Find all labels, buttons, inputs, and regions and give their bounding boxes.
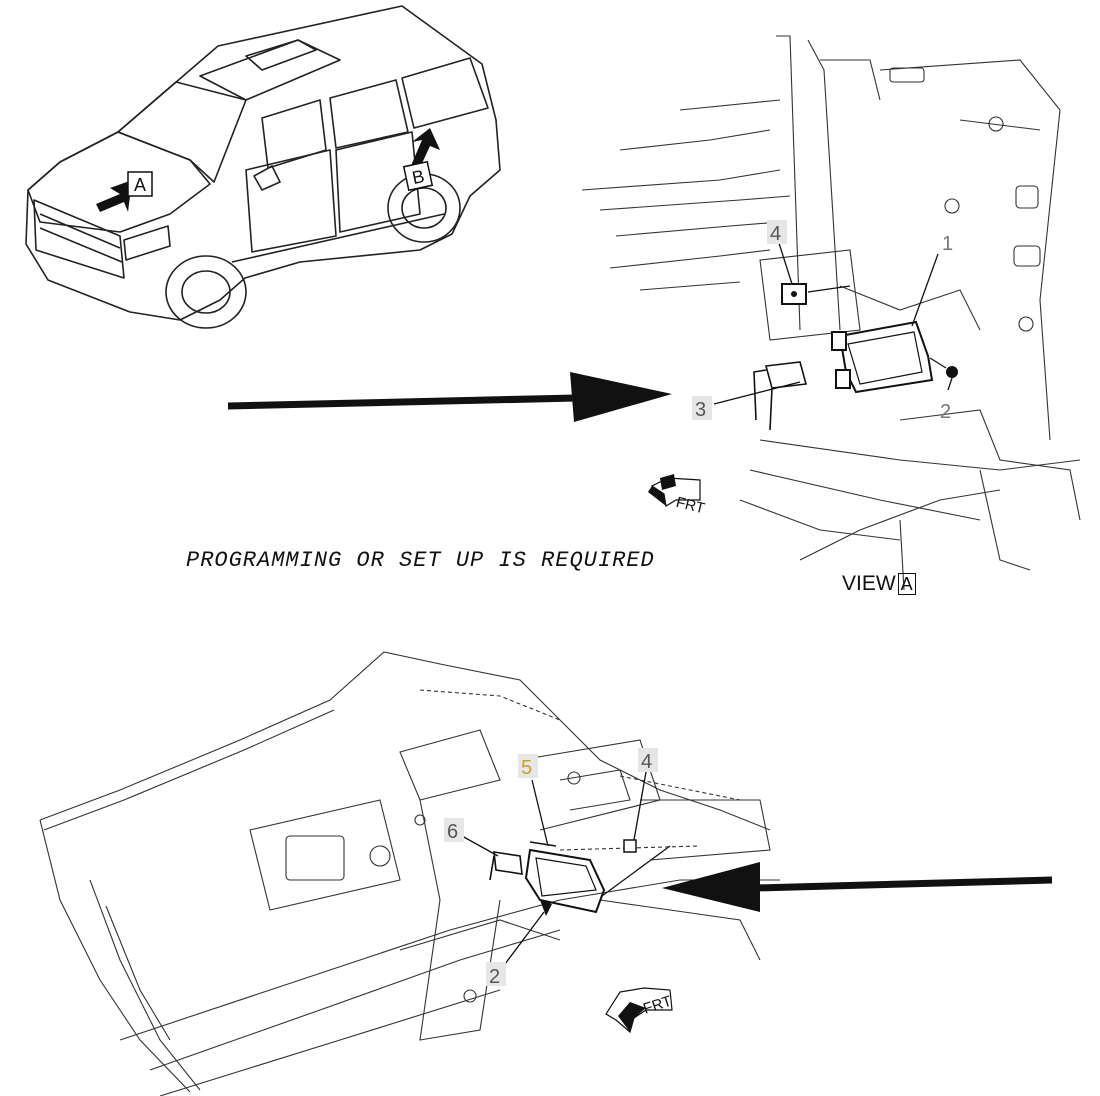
rear-callout-5: 5 bbox=[521, 757, 532, 779]
view-a-callout-4: 4 bbox=[770, 223, 781, 245]
view-a-callout-2: 2 bbox=[940, 401, 951, 423]
view-a-fastener bbox=[929, 357, 958, 378]
view-a-front-indicator: FRT bbox=[648, 474, 706, 517]
view-word: VIEW bbox=[842, 572, 896, 595]
rear-radar-module bbox=[524, 841, 606, 914]
view-a-radar-module bbox=[831, 320, 934, 394]
vehicle-marker-b: B bbox=[410, 166, 426, 188]
view-a-leader-lines bbox=[713, 239, 953, 405]
rear-clip bbox=[623, 839, 637, 853]
rear-leader-lines bbox=[461, 771, 671, 969]
rear-connector bbox=[489, 851, 523, 881]
view-a-callouts: 1 2 3 4 bbox=[692, 220, 953, 423]
rear-fastener bbox=[540, 900, 552, 916]
vehicle-marker-a: A bbox=[134, 175, 146, 195]
view-letter: A bbox=[897, 573, 916, 595]
rear-callouts: 2 4 5 6 bbox=[444, 748, 658, 988]
rear-front-indicator: FRT bbox=[605, 987, 674, 1034]
pointer-arrow-top bbox=[227, 372, 672, 422]
rear-callout-2: 2 bbox=[489, 966, 500, 988]
vehicle-arrow-b: B bbox=[402, 128, 440, 192]
pointer-arrow-bottom bbox=[662, 862, 1053, 912]
view-a-callout-1: 1 bbox=[942, 233, 953, 255]
view-a-front-label: FRT bbox=[674, 494, 706, 517]
view-a-callout-3: 3 bbox=[695, 399, 706, 421]
view-a-label: VIEW A bbox=[842, 572, 916, 596]
rear-callout-4: 4 bbox=[641, 751, 652, 773]
view-a-clip bbox=[781, 283, 807, 305]
rear-callout-6: 6 bbox=[447, 821, 458, 843]
programming-note: PROGRAMMING OR SET UP IS REQUIRED bbox=[186, 548, 655, 573]
view-a-illustration bbox=[581, 35, 1081, 591]
view-a-connector bbox=[753, 361, 808, 431]
vehicle-arrow-a: A bbox=[96, 171, 153, 212]
rear-bumper-illustration bbox=[39, 651, 780, 1096]
